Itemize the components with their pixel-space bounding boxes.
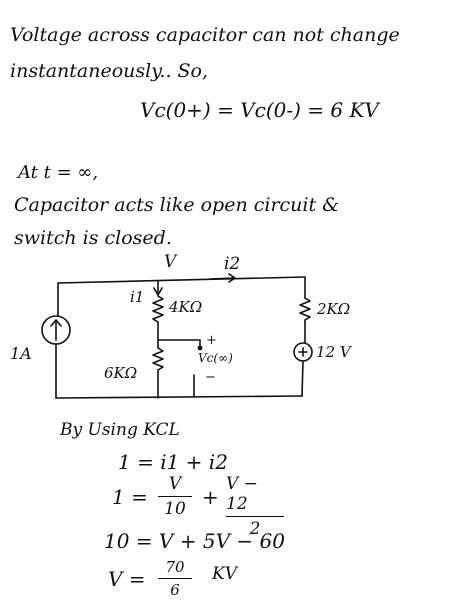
resistor-6k <box>152 347 164 371</box>
fraction-v-over-10: V 10 <box>158 474 192 519</box>
fraction-3-numerator: 70 <box>165 558 185 576</box>
top-wire <box>57 276 306 284</box>
cap-voltage-label: Vc(∞) <box>198 351 233 365</box>
i1-arrow <box>153 287 163 296</box>
bottom-wire <box>55 395 303 399</box>
steady-state-line-3: switch is closed. <box>14 227 172 249</box>
steady-state-line-2: Capacitor acts like open circuit & <box>14 194 340 216</box>
fraction-2-numerator: V − 12 <box>226 474 258 514</box>
r-2k-label: 2KΩ <box>317 300 351 318</box>
cap-plus-label: + <box>206 333 217 348</box>
kcl-heading: By Using KCL <box>60 420 180 440</box>
fraction-1-bar <box>158 496 192 497</box>
source-12v-label: 12 V <box>316 343 351 361</box>
resistor-2k <box>299 297 311 321</box>
fraction-3-bar <box>158 578 192 579</box>
cap-branch-wire <box>157 339 201 348</box>
fraction-2-denominator: 2 <box>249 519 261 539</box>
kcl-equation-4-lhs: V = <box>108 567 146 591</box>
fraction-3-denominator: 6 <box>170 581 180 599</box>
fraction-2-bar <box>226 516 284 517</box>
i2-arrow <box>209 273 236 283</box>
steady-state-heading: At t = ∞, <box>18 162 99 183</box>
kcl-equation-1: 1 = i1 + i2 <box>118 450 228 474</box>
cap-open-terminal <box>197 345 203 351</box>
initial-voltage-equation: Vc(0+) = Vc(0-) = 6 KV <box>140 98 379 122</box>
node-v-label: V <box>164 252 177 272</box>
fraction-v-minus-12-over-2: V − 12 2 <box>226 474 284 539</box>
kcl-equation-2-lhs: 1 = <box>112 485 148 509</box>
result-unit: KV <box>212 564 237 584</box>
fraction-1-denominator: 10 <box>164 499 186 519</box>
cap-minus-label: − <box>205 370 216 385</box>
r-4k-label: 4KΩ <box>169 298 203 316</box>
kcl-equation-2-plus: + <box>202 485 219 509</box>
fraction-1-numerator: V <box>168 474 182 494</box>
r-6k-label: 6KΩ <box>104 364 138 382</box>
intro-line-2: instantaneously.. So, <box>10 60 209 82</box>
current-source-arrow <box>50 319 62 341</box>
voltage-source-sign <box>298 347 308 357</box>
right-wire-bottom <box>301 360 304 397</box>
kcl-equation-3: 10 = V + 5V − 60 <box>104 529 285 553</box>
source-1a-label: 1A <box>10 344 32 363</box>
intro-line-1: Voltage across capacitor can not change <box>10 24 400 46</box>
resistor-4k <box>152 295 164 323</box>
fraction-70-over-6: 70 6 <box>158 558 192 599</box>
i1-label: i1 <box>130 288 145 306</box>
i2-label: i2 <box>224 254 241 274</box>
